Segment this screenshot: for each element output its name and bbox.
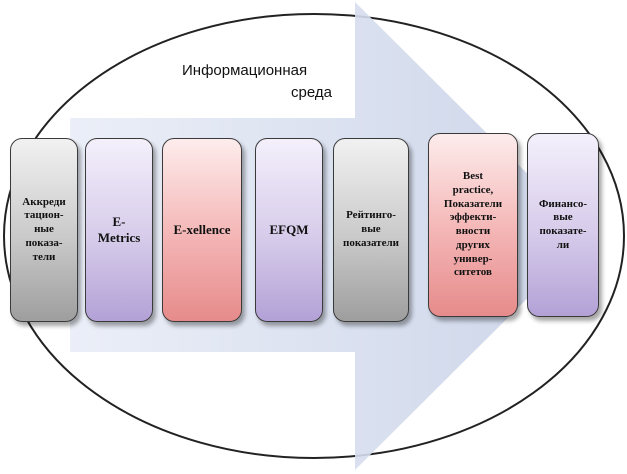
box-line: ли <box>556 238 570 251</box>
financial-indicators-box: Финансо- вые показате- ли <box>527 133 599 317</box>
process-arrow <box>70 2 590 470</box>
box-line: эффекти- <box>449 211 497 224</box>
box-line: E-xellence <box>173 221 231 237</box>
box-line: показате- <box>539 225 587 237</box>
e-xellence-box: E-xellence <box>162 138 242 322</box>
efqm-box: EFQM <box>255 138 323 322</box>
box-line: вности <box>455 225 491 237</box>
best-practice-box: Best practice, Показатели эффекти- вност… <box>428 133 518 317</box>
box-line: других <box>456 238 490 251</box>
box-line: Рейтинго- <box>346 209 396 222</box>
box-line: тацион- <box>24 209 64 222</box>
e-metrics-box: E- Metrics <box>85 138 153 322</box>
box-line: показатели <box>343 236 399 249</box>
box-line: Аккреди <box>22 195 66 208</box>
accreditation-indicators-box: Аккреди тацион- ные показа- тели <box>10 138 78 322</box>
box-line: вые <box>361 223 381 236</box>
box-line: practice, <box>452 183 494 196</box>
box-line: ситетов <box>454 266 492 279</box>
information-environment-ellipse <box>3 13 625 459</box>
box-line: E- <box>112 213 126 229</box>
box-line: EFQM <box>269 221 309 237</box>
box-line: Metrics <box>97 230 141 245</box>
environment-label: Информационная среда <box>182 60 332 104</box>
box-line: универ- <box>453 252 493 265</box>
rating-indicators-box: Рейтинго- вые показатели <box>333 138 409 322</box>
box-line: вые <box>553 211 573 224</box>
environment-label-line2: среда <box>291 84 332 101</box>
box-line: Показатели <box>443 197 503 210</box>
box-line: показа- <box>25 236 63 249</box>
box-line: Финансо- <box>538 197 587 210</box>
box-line: ные <box>34 223 54 236</box>
box-line: Best <box>462 170 484 182</box>
box-line: тели <box>32 250 56 263</box>
environment-label-line1: Информационная <box>182 62 308 79</box>
